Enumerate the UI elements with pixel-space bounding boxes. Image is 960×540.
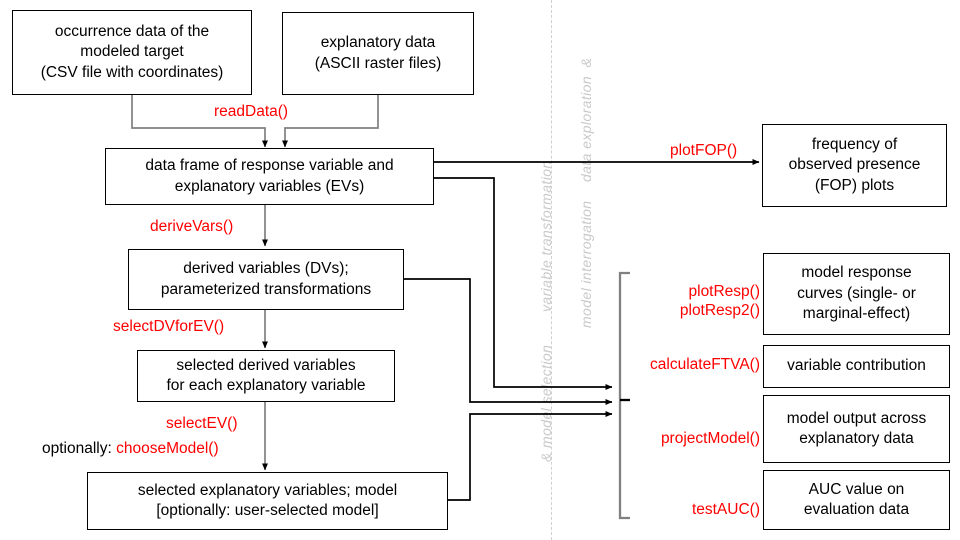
box-selected-derived-variables: selected derived variables for each expl… bbox=[137, 350, 395, 402]
box-occurrence-data: occurrence data of the modeled target (C… bbox=[12, 10, 252, 95]
box-variable-contribution: variable contribution bbox=[763, 345, 950, 388]
box-response-curves: model response curves (single- or margin… bbox=[763, 253, 950, 335]
box-auc-value: AUC value on evaluation data bbox=[763, 470, 950, 530]
function-label-selectDVforEV: selectDVforEV() bbox=[113, 318, 225, 335]
box-explanatory-data: explanatory data (ASCII raster files) bbox=[282, 12, 474, 95]
box-data-frame: data frame of response variable and expl… bbox=[105, 148, 434, 205]
section-divider-dashed-line bbox=[551, 0, 552, 540]
function-label-plotResp: plotResp() plotResp2() bbox=[679, 283, 760, 320]
function-label-testAUC: testAUC() bbox=[691, 501, 760, 518]
function-label-calculateFTVA: calculateFTVA() bbox=[650, 356, 760, 373]
function-label-deriveVars: deriveVars() bbox=[150, 218, 234, 235]
function-label-selectEV: selectEV() bbox=[166, 415, 238, 432]
function-label-projectModel: projectModel() bbox=[660, 430, 760, 447]
function-label-readData: readData() bbox=[214, 103, 289, 120]
function-label-chooseModel: optionally: chooseModel() bbox=[42, 440, 219, 457]
box-fop-plots: frequency of observed presence (FOP) plo… bbox=[762, 124, 947, 207]
box-derived-variables: derived variables (DVs); parameterized t… bbox=[128, 249, 404, 310]
box-selected-explanatory-variables: selected explanatory variables; model [o… bbox=[87, 472, 448, 530]
box-model-output: model output across explanatory data bbox=[763, 395, 950, 463]
function-label-plotFOP: plotFOP() bbox=[670, 142, 738, 159]
